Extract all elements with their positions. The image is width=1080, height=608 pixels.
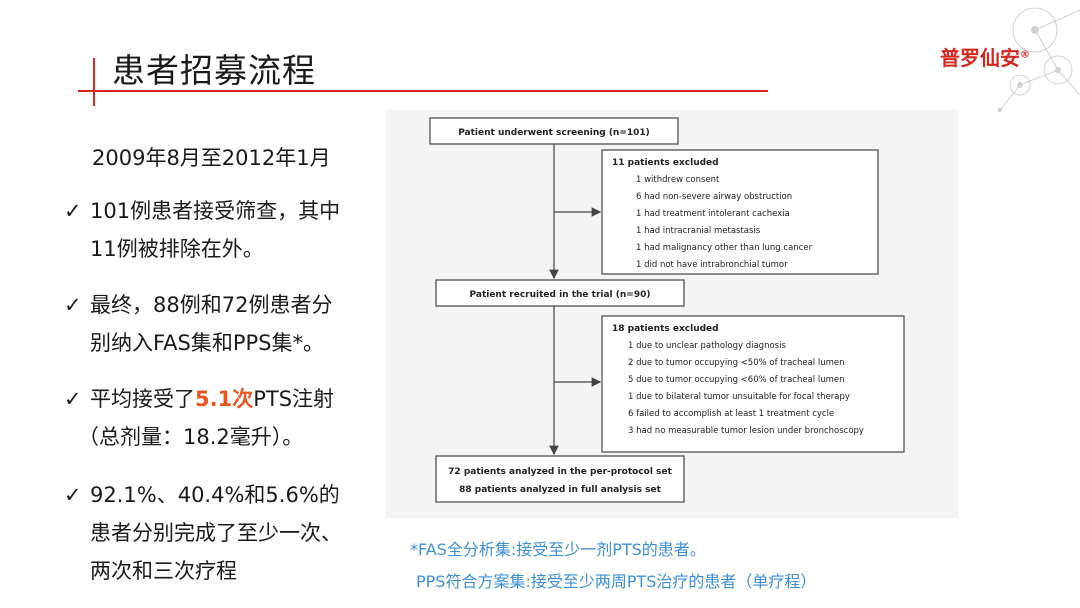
bullet-text: 11例被排除在外。 [90,237,264,261]
excluded-2-item: 2 due to tumor occupying <50% of trachea… [628,358,845,368]
box-final [435,455,685,503]
bullet-text-part: PTS注射 [253,387,335,411]
box-recruited [435,279,685,307]
check-icon: ✓ [64,387,82,411]
bullet-text: 两次和三次疗程 [90,559,237,583]
screening-label: Patient underwent screening (n=101) [458,128,650,138]
registered-mark: ® [1020,49,1030,61]
highlight-count: 5.1次 [195,387,254,411]
excluded-1-title: 11 patients excluded [612,158,719,168]
bullet-text: 患者分别完成了至少一次、 [90,521,342,545]
excluded-2-item: 3 had no measurable tumor lesion under b… [628,426,864,436]
flowchart-panel: Patient underwent screening (n=101) 11 p… [386,110,958,518]
bullet-text: 别纳入FAS集和PPS集*。 [90,331,325,355]
check-icon: ✓ [64,199,82,223]
footnote-fas: *FAS全分析集:接受至少一剂PTS的患者。 [410,540,706,559]
bullet-text: 平均接受了5.1次PTS注射 [90,380,334,418]
brand-name: 普罗仙安 [940,46,1020,70]
check-icon: ✓ [64,293,82,317]
flowchart: Patient underwent screening (n=101) 11 p… [429,117,905,503]
bullet-text: （总剂量：18.2毫升）。 [78,425,304,449]
excluded-1-item: 1 had treatment intolerant cachexia [636,209,790,219]
box-excluded-1 [601,149,879,275]
date-range: 2009年8月至2012年1月 [92,146,331,170]
bullet-text: 92.1%、40.4%和5.6%的 [90,483,340,507]
final-line-2: 88 patients analyzed in full analysis se… [459,485,661,495]
bullet-text-part: 平均接受了 [90,387,195,411]
title-accent-underline [78,90,768,92]
excluded-2-item: 6 failed to accomplish at least 1 treatm… [628,409,834,419]
bullet-text: 最终，88例和72例患者分 [90,293,333,317]
excluded-1-item: 1 had malignancy other than lung cancer [636,243,813,253]
title-accent-vertical [93,58,95,106]
recruited-label: Patient recruited in the trial (n=90) [470,290,651,300]
excluded-2-item: 5 due to tumor occupying <60% of trachea… [628,375,845,385]
final-line-1: 72 patients analyzed in the per-protocol… [448,467,672,477]
excluded-2-title: 18 patients excluded [612,324,719,334]
excluded-2-item: 1 due to unclear pathology diagnosis [628,341,786,351]
excluded-1-item: 1 withdrew consent [636,175,720,185]
molecule-decoration-icon [998,7,1080,112]
brand-logo: 普罗仙安® [940,42,1030,71]
excluded-1-item: 1 had intracranial metastasis [636,226,761,236]
page-title: 患者招募流程 [112,51,316,90]
excluded-1-item: 6 had non-severe airway obstruction [636,192,792,202]
excluded-2-item: 1 due to bilateral tumor unsuitable for … [628,392,850,402]
check-icon: ✓ [64,483,82,507]
bullet-text: 101例患者接受筛查，其中 [90,199,341,223]
excluded-1-item: 1 did not have intrabronchial tumor [636,260,788,270]
box-excluded-2 [601,315,905,453]
footnote-pps: PPS符合方案集:接受至少两周PTS治疗的患者（单疗程） [416,572,817,591]
